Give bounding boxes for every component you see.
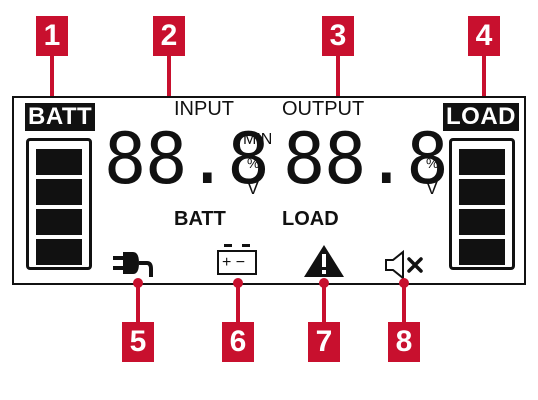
- gauge-segment: [36, 149, 82, 175]
- leader-7: [322, 282, 326, 322]
- callout-6: 6: [222, 322, 254, 362]
- unit-min: MIN: [243, 131, 273, 148]
- battery-level-gauge: [26, 138, 92, 270]
- leader-6-end: [233, 278, 243, 288]
- gauge-segment: [459, 239, 505, 265]
- gauge-segment: [36, 179, 82, 205]
- unit-v-right: V: [426, 178, 439, 198]
- callout-7: 7: [308, 322, 340, 362]
- ac-plug-icon: [113, 252, 153, 277]
- gauge-segment: [459, 179, 505, 205]
- leader-6: [236, 282, 240, 322]
- leader-8: [402, 282, 406, 322]
- callout-8: 8: [388, 322, 420, 362]
- lcd-panel: [12, 96, 526, 285]
- battery-icon: [217, 244, 257, 275]
- unit-v-left: V: [247, 178, 260, 198]
- leader-8-end: [399, 278, 409, 288]
- output-label: OUTPUT: [282, 98, 365, 120]
- callout-2: 2: [153, 16, 185, 56]
- gauge-segment: [459, 149, 505, 175]
- load-badge: LOAD: [443, 103, 519, 131]
- gauge-segment: [36, 209, 82, 235]
- input-readout: 88.8: [104, 118, 270, 200]
- callout-1: 1: [36, 16, 68, 56]
- unit-percent-left: %: [247, 155, 260, 171]
- callout-5: 5: [122, 322, 154, 362]
- batt-mode-label: BATT: [174, 208, 226, 230]
- mute-icon: [385, 249, 423, 281]
- leader-5-end: [133, 278, 143, 288]
- warning-icon: [304, 245, 344, 277]
- callout-4: 4: [468, 16, 500, 56]
- callout-3: 3: [322, 16, 354, 56]
- load-level-gauge: [449, 138, 515, 270]
- input-label: INPUT: [174, 98, 234, 120]
- gauge-segment: [36, 239, 82, 265]
- gauge-segment: [459, 209, 505, 235]
- unit-percent-right: %: [426, 155, 439, 171]
- leader-7-end: [319, 278, 329, 288]
- output-readout: 88.8: [283, 118, 449, 200]
- batt-badge: BATT: [25, 103, 96, 131]
- leader-5: [136, 282, 140, 322]
- battery-icon-terminals: + −: [222, 254, 246, 271]
- load-mode-label: LOAD: [282, 208, 339, 230]
